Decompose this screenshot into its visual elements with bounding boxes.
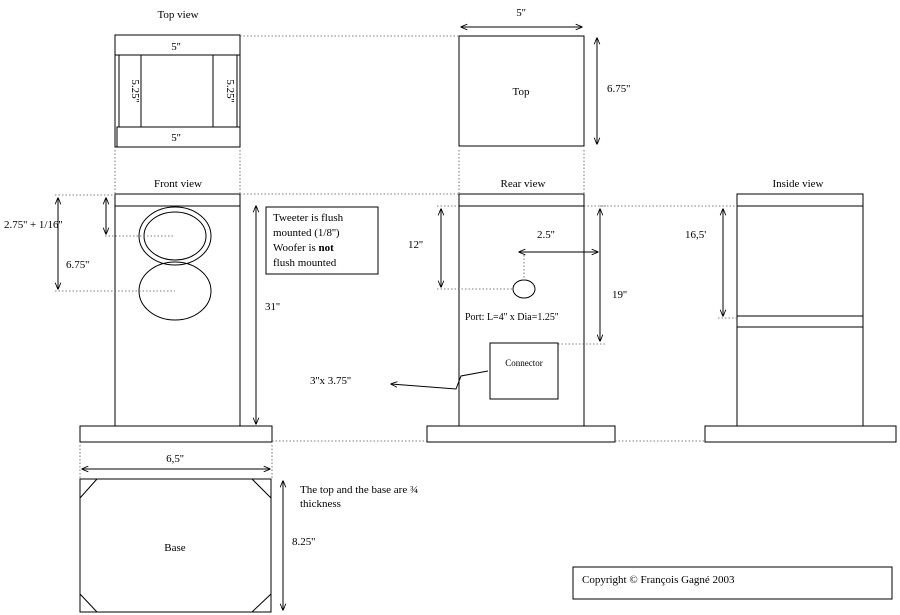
flush-note-line3-pre: Woofer is [273, 242, 319, 254]
top-view-dim-right: 5.25'' [224, 79, 236, 102]
top-view-dim-bottom: 5'' [171, 132, 180, 144]
top-panel-dim-height: 6.75'' [607, 83, 630, 95]
top-view-dim-top: 5'' [171, 41, 180, 53]
top-view-dim-left: 5.25'' [129, 79, 141, 102]
top-panel-dim-width: 5'' [516, 7, 525, 19]
connector-size-arrow [391, 370, 489, 390]
flush-note-line4: flush mounted [273, 257, 337, 269]
connector-label: Connector [505, 358, 543, 368]
base-note-line1: The top and the base are ¾ [300, 484, 418, 496]
flush-note-line3: Woofer is not [273, 242, 334, 254]
inside-view-title: Inside view [772, 178, 823, 190]
front-dim-tweeter: 2.75'' + 1/16'' [4, 219, 62, 231]
base-label: Base [164, 542, 186, 554]
rear-dim-port-height: 12'' [408, 239, 423, 251]
top-view-drawing [114, 34, 241, 148]
inside-view-cabinet [704, 193, 897, 443]
top-view-title: Top view [157, 9, 198, 21]
rear-dim-port-offset: 2.5'' [537, 229, 555, 241]
top-panel-label: Top [513, 86, 530, 98]
rear-dim-connector-height: 19'' [612, 289, 627, 301]
flush-note-line1: Tweeter is flush [273, 212, 344, 224]
base-dim-width: 6,5'' [166, 453, 184, 465]
base-dim-height: 8.25'' [292, 536, 315, 548]
flush-note-line3-bold: not [319, 242, 335, 254]
top-panel [458, 35, 585, 147]
port-label: Port: L=4'' x Dia=1.25'' [465, 312, 559, 323]
connector-plate [489, 342, 559, 400]
copyright-text: Copyright © François Gagné 2003 [582, 574, 735, 586]
front-dim-woofer: 6.75'' [66, 259, 89, 271]
connector-size: 3''x 3.75'' [310, 375, 351, 387]
front-view-cabinet [79, 193, 273, 443]
front-dim-height: 31'' [265, 301, 280, 313]
base-panel [79, 478, 272, 613]
flush-note-box: Tweeter is flush mounted (1/8'') Woofer … [265, 206, 379, 275]
front-view-title: Front view [154, 178, 202, 190]
base-note-line2: thickness [300, 498, 341, 510]
flush-note-line2: mounted (1/8'') [273, 227, 340, 239]
copyright-box [572, 566, 893, 600]
inside-dim-height: 16,5' [685, 229, 706, 241]
rear-view-title: Rear view [501, 178, 546, 190]
